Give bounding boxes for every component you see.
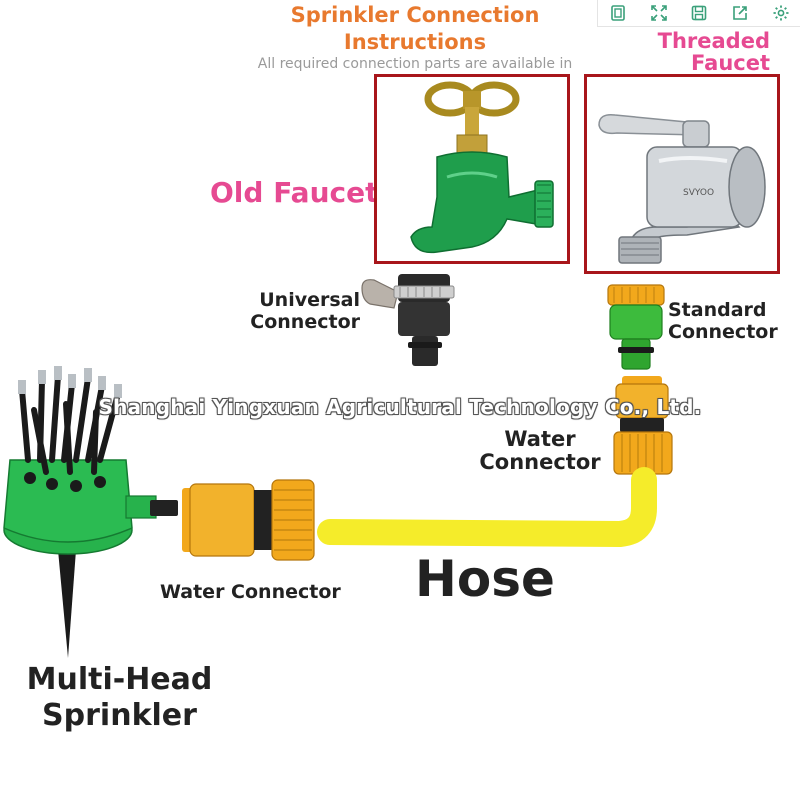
multi-head-sprinkler-image — [3, 366, 178, 658]
universal-connector-label: Universal Connector — [250, 289, 360, 333]
old-faucet-frame — [374, 74, 570, 264]
settings-icon[interactable] — [770, 2, 792, 24]
water-connector-left-label: Water Connector — [160, 581, 341, 603]
water-connector-right-label: Water Connector — [479, 427, 601, 474]
threaded-faucet-frame: SVYOO — [584, 74, 780, 274]
share-icon[interactable] — [729, 2, 751, 24]
old-faucet-image — [410, 81, 554, 254]
universal-connector-part — [361, 274, 455, 366]
water-connector-right-part — [613, 376, 673, 475]
old-faucet-label: Old Faucet — [210, 176, 379, 209]
water-connector-left-part — [182, 479, 315, 561]
image-toolbar — [597, 0, 800, 27]
standard-connector-label: Standard Connector — [668, 299, 778, 343]
copy-icon[interactable] — [607, 2, 629, 24]
expand-icon[interactable] — [648, 2, 670, 24]
hose-label: Hose — [415, 550, 555, 608]
diagram-title: Sprinkler Connection Instructions — [290, 3, 540, 54]
company-watermark: Shanghai Yingxuan Agricultural Technolog… — [98, 395, 702, 419]
threaded-faucet-image: SVYOO — [598, 113, 766, 264]
faucet-brand-text: SVYOO — [683, 188, 714, 198]
standard-connector-part — [607, 284, 665, 370]
multi-head-sprinkler-label: Multi-Head Sprinkler — [26, 662, 213, 733]
threaded-faucet-label: Threaded Faucet — [657, 29, 770, 75]
save-icon[interactable] — [688, 2, 710, 24]
